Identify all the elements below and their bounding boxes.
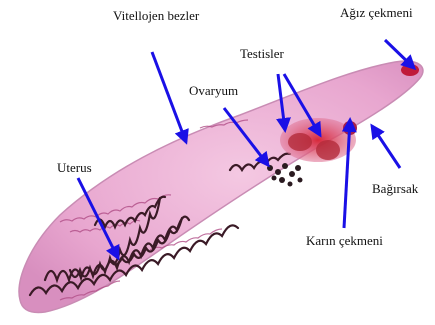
label-uterus: Uterus	[57, 161, 92, 174]
testis-b	[316, 140, 340, 160]
label-bagirsak: Bağırsak	[372, 182, 418, 195]
testis-a	[288, 133, 312, 151]
label-testisler: Testisler	[240, 47, 284, 60]
label-karin: Karın çekmeni	[306, 234, 383, 247]
label-agiz: Ağız çekmeni	[340, 6, 413, 19]
arrow-bagirsak	[372, 126, 400, 168]
arrow-vitellojen	[152, 52, 186, 142]
label-vitellojen: Vitellojen bezler	[113, 9, 199, 22]
label-ovaryum: Ovaryum	[189, 84, 238, 97]
